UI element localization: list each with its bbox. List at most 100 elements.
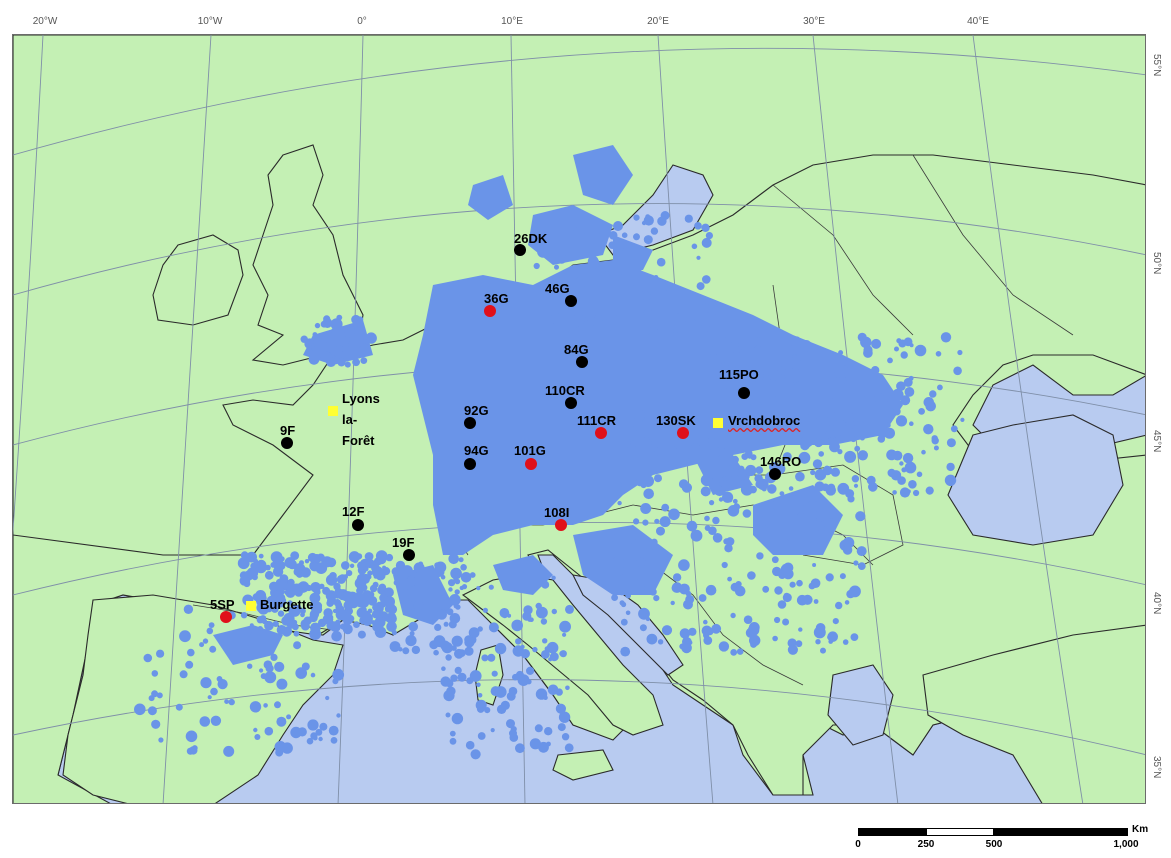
- range-dot: [754, 345, 762, 353]
- range-dot: [638, 318, 643, 323]
- site-marker-92g[interactable]: [464, 417, 476, 429]
- range-dot: [719, 439, 725, 445]
- range-dot: [900, 351, 908, 359]
- range-dot: [349, 563, 355, 568]
- range-dot: [834, 431, 841, 438]
- range-dot: [353, 621, 360, 628]
- range-dot: [921, 449, 926, 455]
- range-dot: [782, 593, 792, 603]
- site-marker-146ro[interactable]: [769, 468, 781, 480]
- site-marker-115po[interactable]: [738, 387, 750, 399]
- range-dot: [379, 593, 388, 603]
- range-dot: [659, 516, 671, 528]
- range-dot: [265, 664, 274, 673]
- site-marker-130sk[interactable]: [677, 427, 689, 439]
- range-dot: [544, 727, 553, 736]
- site-marker-burgette[interactable]: [246, 601, 256, 611]
- range-dot: [776, 437, 783, 444]
- range-dot: [832, 618, 839, 625]
- map-frame[interactable]: [12, 34, 1146, 804]
- range-dot: [904, 387, 915, 397]
- site-marker-36g[interactable]: [484, 305, 496, 317]
- range-dot: [556, 253, 567, 264]
- site-marker-110cr[interactable]: [565, 397, 577, 409]
- range-dot: [679, 628, 691, 639]
- range-dot: [854, 445, 861, 452]
- site-marker-101g[interactable]: [525, 458, 537, 470]
- range-dot: [766, 507, 776, 517]
- range-dot: [711, 344, 719, 352]
- range-dot: [796, 579, 803, 587]
- range-dot: [691, 439, 696, 443]
- range-dot: [790, 421, 798, 429]
- range-dot: [565, 604, 574, 614]
- range-dot: [446, 608, 454, 616]
- site-marker-84g[interactable]: [576, 356, 588, 368]
- range-dot: [887, 357, 893, 364]
- range-dot: [772, 635, 778, 642]
- range-dot: [326, 322, 332, 327]
- range-dot: [207, 695, 212, 700]
- range-dot: [812, 563, 817, 567]
- range-dot: [824, 396, 834, 406]
- range-dot: [356, 573, 367, 584]
- range-dot: [445, 654, 452, 661]
- range-core-7: [753, 485, 843, 555]
- site-marker-vrchdobroc[interactable]: [713, 418, 723, 428]
- site-marker-19f[interactable]: [403, 549, 415, 561]
- range-dot: [587, 255, 599, 267]
- range-dot: [783, 562, 794, 573]
- range-dot: [892, 407, 901, 416]
- range-dot: [512, 673, 519, 681]
- range-dot: [391, 629, 397, 636]
- lon-label-10e: 10°E: [501, 16, 523, 27]
- range-dot: [654, 474, 662, 483]
- range-dot: [156, 692, 163, 699]
- scale-bar: [858, 828, 1128, 836]
- site-marker-46g[interactable]: [565, 295, 577, 307]
- range-dot: [876, 426, 889, 439]
- range-dot: [134, 703, 146, 716]
- range-dot: [737, 468, 747, 478]
- range-dot: [706, 311, 717, 323]
- range-dot: [507, 613, 512, 618]
- site-marker-lyons[interactable]: [328, 406, 338, 416]
- range-dot: [202, 638, 209, 644]
- site-marker-108i[interactable]: [555, 519, 567, 531]
- range-dot: [609, 329, 614, 334]
- site-marker-111cr[interactable]: [595, 427, 607, 439]
- range-dot: [151, 719, 161, 729]
- range-dot: [601, 319, 609, 326]
- site-marker-26dk[interactable]: [514, 244, 526, 256]
- range-dot: [704, 525, 711, 531]
- range-dot: [887, 468, 896, 477]
- range-dot: [871, 366, 880, 375]
- range-dot: [240, 612, 248, 619]
- range-dot: [445, 712, 451, 718]
- range-dot: [853, 483, 859, 488]
- range-dot: [448, 553, 460, 565]
- range-dot: [656, 526, 665, 536]
- site-marker-5sp[interactable]: [220, 611, 232, 623]
- site-marker-9f[interactable]: [281, 437, 293, 449]
- range-dot: [306, 737, 314, 745]
- range-dot: [793, 336, 801, 344]
- range-dot: [260, 673, 267, 680]
- range-dot: [777, 600, 787, 609]
- range-dot: [543, 695, 548, 700]
- range-dot: [801, 498, 806, 504]
- site-marker-94g[interactable]: [464, 458, 476, 470]
- range-dot: [541, 580, 550, 589]
- range-dot: [240, 575, 249, 584]
- range-dot: [709, 500, 715, 506]
- site-marker-12f[interactable]: [352, 519, 364, 531]
- range-dot: [737, 437, 743, 443]
- range-dot: [292, 623, 299, 631]
- range-dot: [282, 620, 287, 625]
- range-dot: [541, 298, 548, 305]
- range-dot: [686, 520, 698, 532]
- range-dot: [730, 419, 739, 428]
- range-dot: [849, 585, 861, 598]
- range-dot: [395, 643, 401, 648]
- site-label-46g: 46G: [545, 281, 570, 296]
